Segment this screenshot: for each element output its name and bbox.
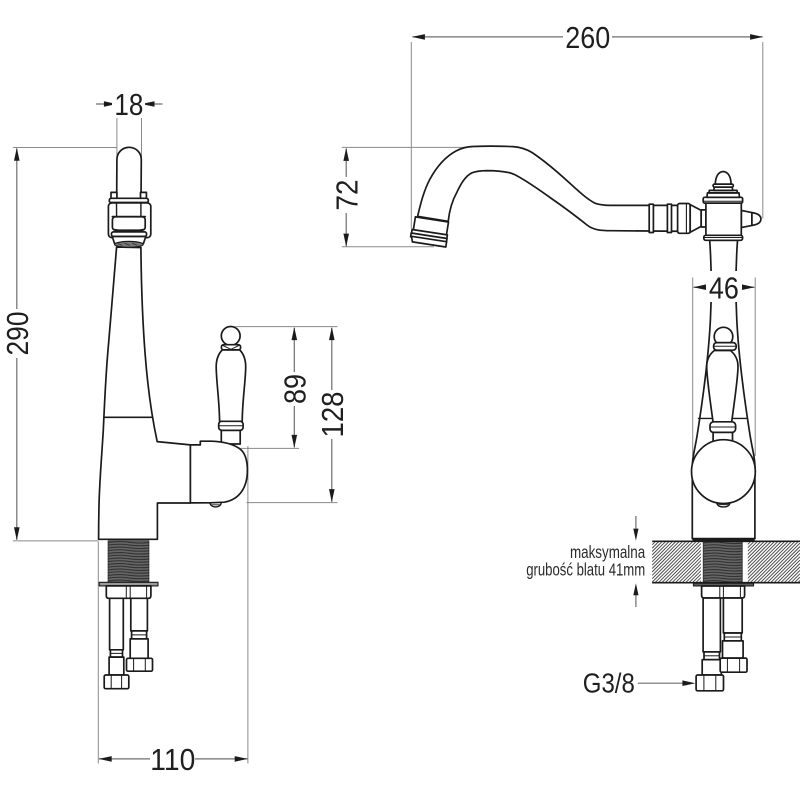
- svg-text:18: 18: [114, 87, 143, 122]
- svg-text:260: 260: [565, 20, 610, 55]
- svg-text:290: 290: [0, 312, 35, 356]
- svg-text:128: 128: [315, 392, 350, 438]
- svg-text:110: 110: [150, 742, 195, 777]
- svg-text:46: 46: [709, 270, 739, 305]
- svg-text:89: 89: [278, 374, 313, 404]
- svg-text:G3/8: G3/8: [583, 668, 635, 699]
- svg-text:grubość blatu 41mm: grubość blatu 41mm: [526, 560, 645, 580]
- svg-text:72: 72: [329, 180, 364, 211]
